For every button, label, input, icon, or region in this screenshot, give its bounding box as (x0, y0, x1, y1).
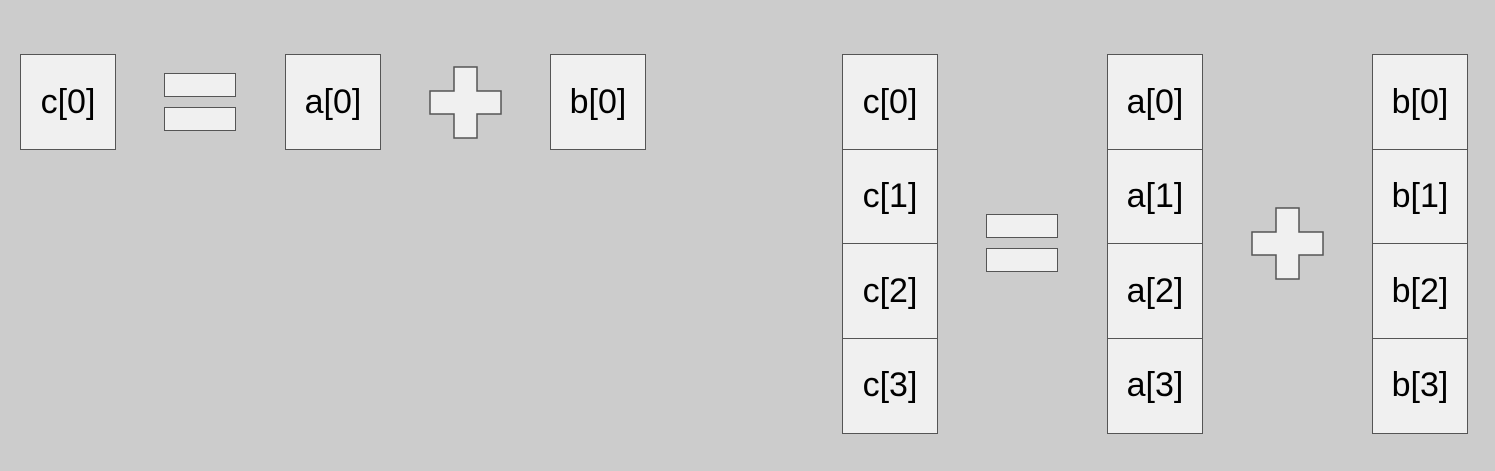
vector-a-cell: a[3] (1107, 337, 1203, 434)
vector-a-column: a[0] a[1] a[2] a[3] (1107, 54, 1203, 434)
vector-b-cell: b[1] (1372, 148, 1468, 245)
vector-c-cell: c[2] (842, 243, 938, 339)
vector-c-cell: c[1] (842, 148, 938, 245)
vector-b-column: b[0] b[1] b[2] b[3] (1372, 54, 1468, 434)
scalar-plus-icon (429, 66, 502, 139)
equals-bar-bottom (986, 248, 1058, 272)
scalar-c-box: c[0] (20, 54, 116, 150)
equals-bar-top (986, 214, 1058, 238)
vector-a-cell: a[1] (1107, 148, 1203, 245)
vector-b-cell: b[3] (1372, 337, 1468, 434)
equals-bar-bottom (164, 107, 236, 131)
scalar-b-box: b[0] (550, 54, 646, 150)
vector-a-cell: a[0] (1107, 54, 1203, 150)
vector-c-cell: c[0] (842, 54, 938, 150)
vector-c-cell: c[3] (842, 337, 938, 434)
vector-a-cell: a[2] (1107, 243, 1203, 339)
vector-c-column: c[0] c[1] c[2] c[3] (842, 54, 938, 434)
vector-b-cell: b[0] (1372, 54, 1468, 150)
scalar-a-box: a[0] (285, 54, 381, 150)
vector-plus-icon (1251, 207, 1324, 280)
equals-bar-top (164, 73, 236, 97)
vector-b-cell: b[2] (1372, 243, 1468, 339)
